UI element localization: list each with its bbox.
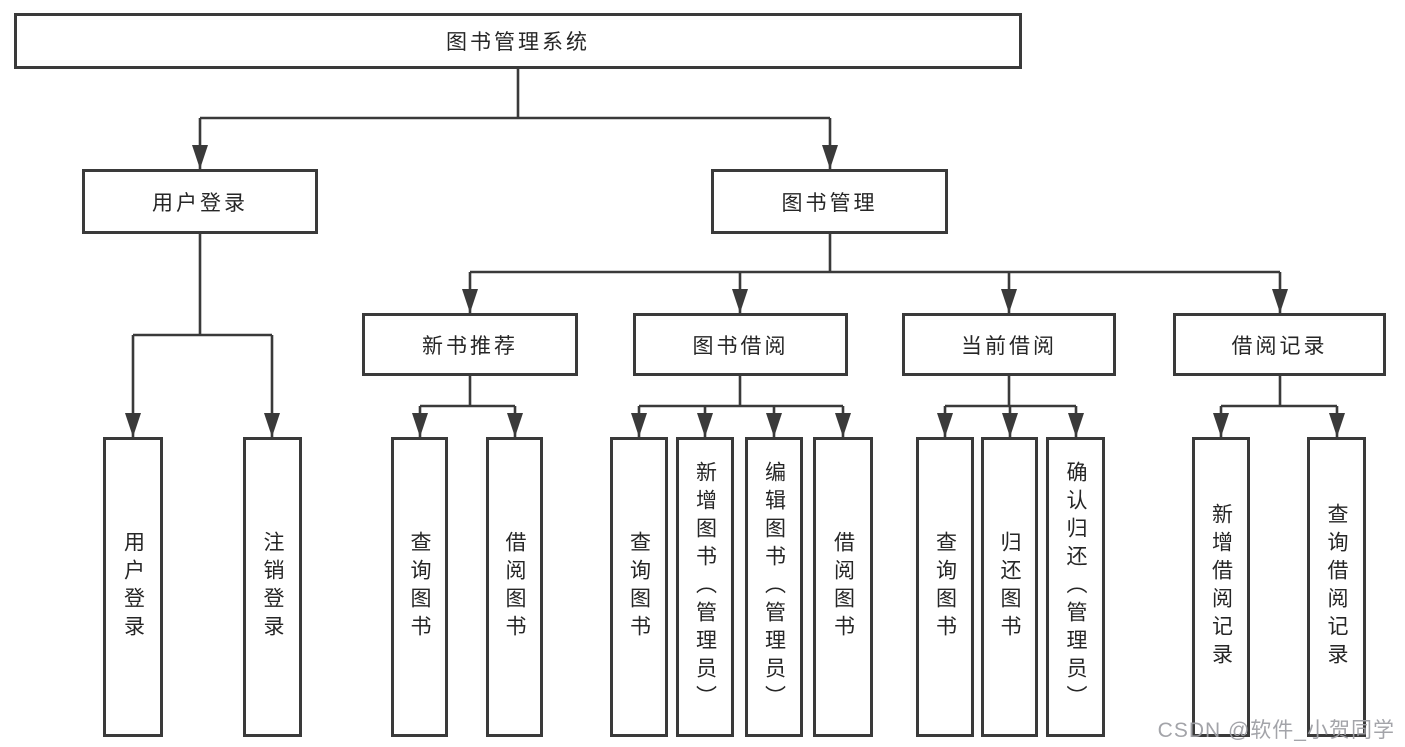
node-label: 查询图书 <box>627 531 651 643</box>
leaf-current-query-books: 查询图书 <box>916 437 974 737</box>
node-label: 图书管理 <box>781 191 878 215</box>
leaf-borrow-edit-books-admin: 编辑图书（管理员） <box>745 437 803 737</box>
node-label: 确认归还（管理员） <box>1064 461 1087 713</box>
leaf-user-login: 用户登录 <box>103 437 163 737</box>
connector-management-group <box>462 234 1288 313</box>
leaf-borrow-borrow-books: 借阅图书 <box>813 437 873 737</box>
connector-current-group <box>937 376 1084 437</box>
leaf-borrow-add-books-admin: 新增图书（管理员） <box>676 437 734 737</box>
node-label: 编辑图书（管理员） <box>762 461 786 713</box>
node-label: 新书推荐 <box>422 334 518 358</box>
node-label: 查询图书 <box>933 531 957 643</box>
node-label: 归还图书 <box>998 531 1021 643</box>
node-label: 借阅图书 <box>831 531 855 643</box>
node-current-borrow: 当前借阅 <box>902 313 1116 376</box>
node-label: 借阅记录 <box>1231 334 1328 358</box>
node-label: 借阅图书 <box>503 531 526 643</box>
leaf-current-return-books: 归还图书 <box>981 437 1038 737</box>
leaf-records-add-record: 新增借阅记录 <box>1192 437 1250 737</box>
connector-root-to-level2 <box>192 69 838 169</box>
connector-recommend-group <box>412 376 523 437</box>
leaf-current-confirm-return-admin: 确认归还（管理员） <box>1046 437 1105 737</box>
csdn-watermark: CSDN @软件_小贺同学 <box>1157 719 1395 742</box>
node-label: 注销登录 <box>261 531 284 643</box>
node-label: 图书借阅 <box>692 334 789 358</box>
node-label: 图书管理系统 <box>446 31 590 54</box>
node-label: 查询图书 <box>408 531 431 643</box>
node-label: 新增借阅记录 <box>1209 503 1233 671</box>
leaf-records-query-record: 查询借阅记录 <box>1307 437 1366 737</box>
leaf-logout: 注销登录 <box>243 437 302 737</box>
node-new-book-recommend: 新书推荐 <box>362 313 578 376</box>
node-library-system: 图书管理系统 <box>14 13 1022 69</box>
node-label: 新增图书（管理员） <box>693 461 717 713</box>
connector-borrow-group <box>631 376 851 437</box>
node-borrow-records: 借阅记录 <box>1173 313 1386 376</box>
connector-records-group <box>1213 376 1345 437</box>
node-book-management: 图书管理 <box>711 169 948 234</box>
node-book-borrow: 图书借阅 <box>633 313 848 376</box>
node-label: 当前借阅 <box>961 334 1057 358</box>
node-user-login: 用户登录 <box>82 169 318 234</box>
connector-login-group <box>125 234 280 437</box>
node-label: 用户登录 <box>152 191 248 215</box>
node-label: 查询借阅记录 <box>1325 503 1348 671</box>
leaf-recommend-query-books: 查询图书 <box>391 437 448 737</box>
leaf-recommend-borrow-books: 借阅图书 <box>486 437 543 737</box>
leaf-borrow-query-books: 查询图书 <box>610 437 668 737</box>
node-label: 用户登录 <box>121 531 145 643</box>
